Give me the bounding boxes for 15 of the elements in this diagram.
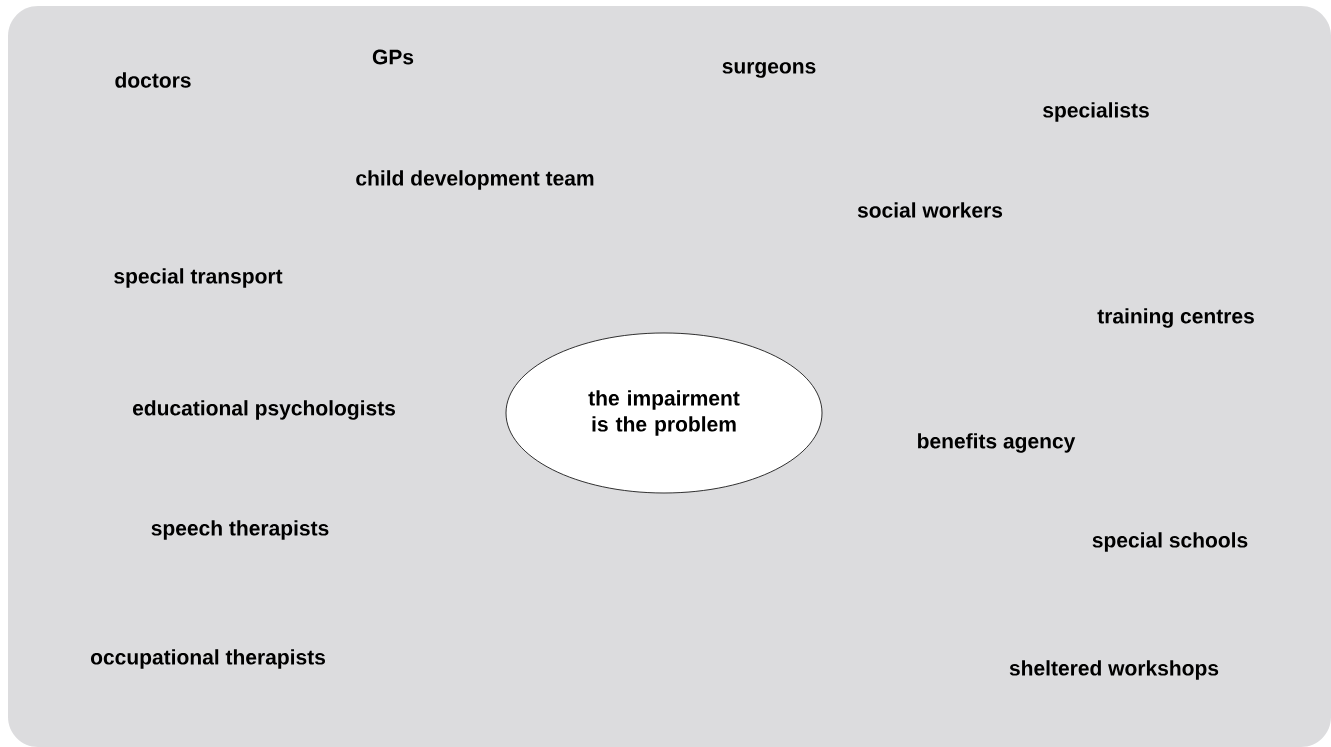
- label-text: special transport: [114, 268, 283, 288]
- label-text: doctors: [115, 72, 191, 88]
- label-text: child development team: [356, 170, 594, 190]
- label-text: sheltered workshops: [1009, 660, 1219, 680]
- label-text: educational psychologists: [132, 400, 395, 420]
- label-text: social workers: [857, 202, 1003, 218]
- label-text: surgeons: [722, 62, 816, 78]
- label-text: GPs: [372, 49, 414, 65]
- label-text: special schools: [1092, 532, 1248, 552]
- label-text: training centres: [1097, 308, 1254, 328]
- label-text: benefits agency: [918, 433, 1076, 453]
- label-text: occupational therapists: [90, 649, 325, 669]
- label-text: specialists: [1043, 102, 1149, 122]
- ellipse-node: the impairment is the problem: [505, 332, 823, 494]
- label-text: speech therapists: [151, 520, 329, 540]
